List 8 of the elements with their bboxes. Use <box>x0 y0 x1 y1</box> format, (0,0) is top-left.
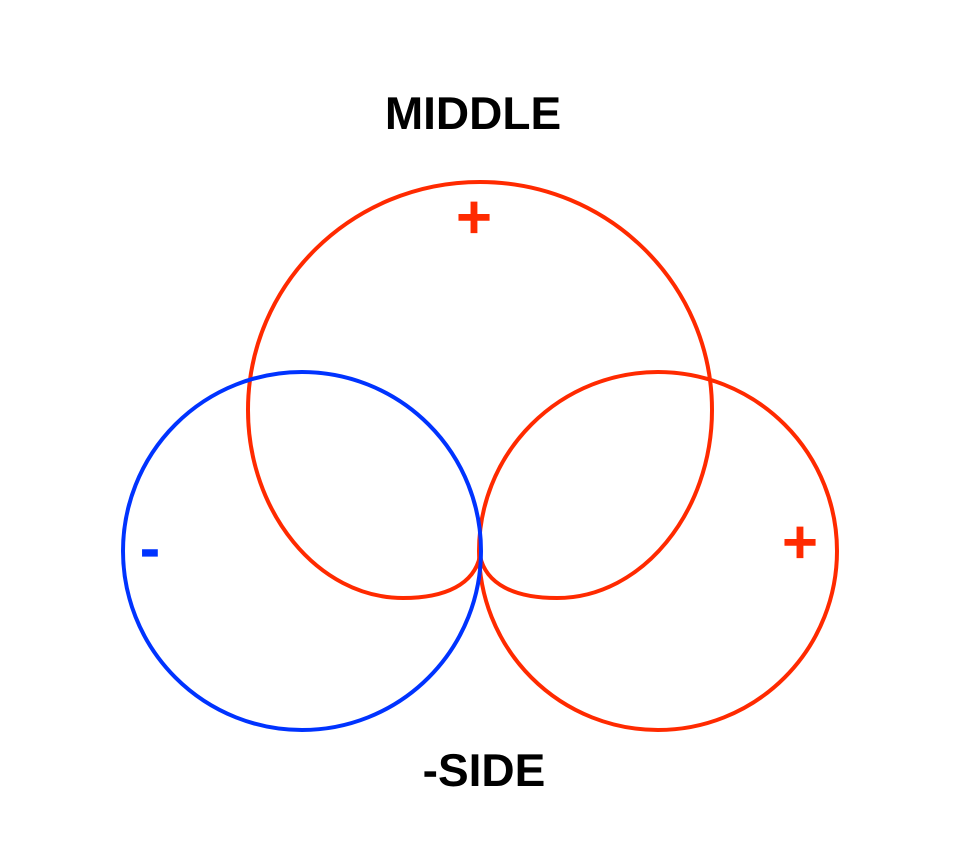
middle-lobe <box>246 180 714 600</box>
pattern-label: MIDDLE <box>384 90 562 136</box>
pattern-label: -SIDE <box>422 747 546 793</box>
polarity-sign: + <box>456 187 492 249</box>
side-lobe <box>121 370 483 732</box>
side-lobe <box>477 370 839 732</box>
polarity-sign: - <box>140 518 160 580</box>
polarity-sign: + <box>782 512 818 574</box>
